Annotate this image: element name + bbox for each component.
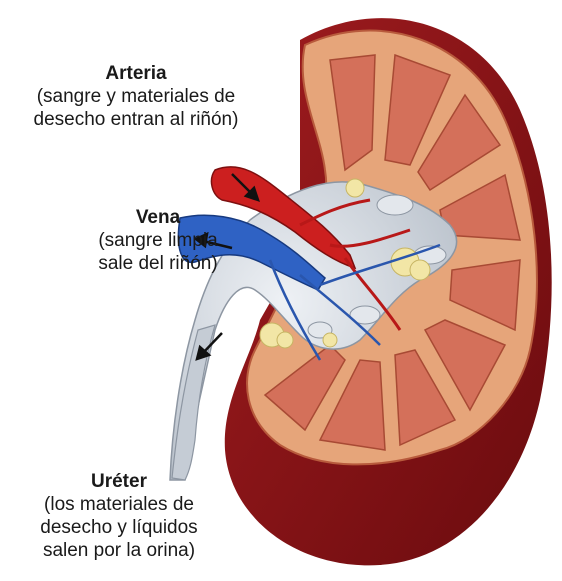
- label-vena: Vena (sangre limpia sale del riñón): [118, 206, 198, 275]
- label-vena-desc-2: sale del riñón): [63, 252, 253, 275]
- label-arteria-desc-1: (sangre y materiales de: [0, 85, 272, 108]
- label-arteria-desc-2: desecho entran al riñón): [0, 108, 272, 131]
- label-vena-title: Vena: [118, 206, 198, 229]
- label-ureter: Uréter (los materiales de desecho y líqu…: [0, 470, 238, 562]
- label-arteria-title: Arteria: [0, 62, 272, 85]
- label-ureter-title: Uréter: [0, 470, 238, 493]
- label-arteria: Arteria (sangre y materiales de desecho …: [0, 62, 272, 131]
- label-ureter-desc-2: desecho y líquidos: [0, 516, 238, 539]
- label-vena-desc-1: (sangre limpia: [63, 229, 253, 252]
- label-ureter-desc-3: salen por la orina): [0, 539, 238, 562]
- label-ureter-desc-1: (los materiales de: [0, 493, 238, 516]
